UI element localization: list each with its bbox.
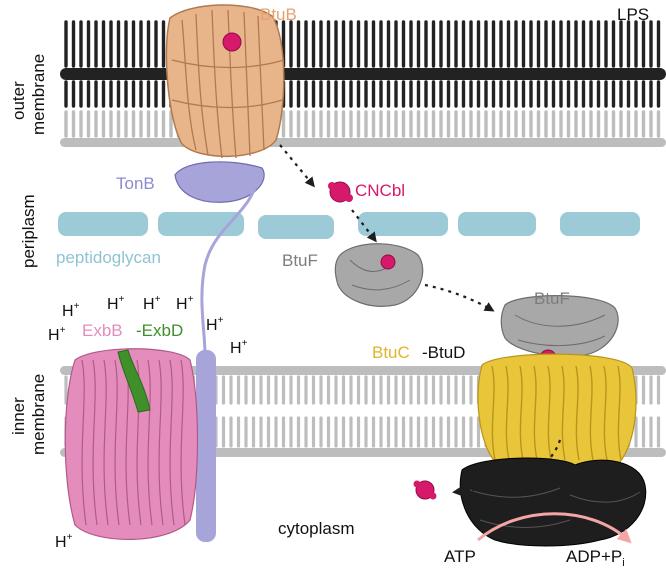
btuf-free-protein: [334, 243, 424, 307]
exbb-label: ExbB: [82, 321, 123, 340]
tonb-label: TonB: [116, 174, 155, 193]
peptidoglycan-segment: [560, 212, 640, 236]
cytoplasm-label: cytoplasm: [278, 519, 355, 538]
cncbl-label: CNCbl: [355, 181, 405, 200]
btub-label: BtuB: [260, 5, 297, 24]
lps-label: LPS: [617, 5, 649, 24]
proton-label: H+: [230, 338, 248, 357]
atp-hydrolysis-arrow: [477, 512, 632, 544]
proton-label: H+: [55, 532, 73, 551]
btuf-bound-label: BtuF: [534, 289, 570, 308]
proton-label: H+: [62, 301, 80, 320]
btuc-protein: [477, 353, 637, 471]
exbb-exbd-complex: [64, 348, 199, 540]
exbd-label: -ExbD: [136, 321, 183, 340]
btuc-label: BtuC: [372, 343, 410, 362]
btub-protein: [165, 4, 285, 159]
proton-label: H+: [176, 294, 194, 313]
transport-pathway-arrows: [279, 144, 562, 497]
peptidoglycan-layer: [58, 212, 640, 239]
btud-label: -BtuD: [422, 343, 465, 362]
cncbl-molecule: [328, 181, 353, 203]
tonb-protein: [174, 161, 265, 542]
inner-membrane-label-2: membrane: [29, 374, 48, 455]
peptidoglycan-segment: [358, 212, 448, 236]
proton-label: H+: [107, 294, 125, 313]
proton-label: H+: [48, 325, 66, 344]
outer-inner-leaflet: [60, 110, 666, 147]
proton-labels: H+ H+ H+ H+ H+ H+ H+ H+: [48, 294, 248, 551]
peptidoglycan-label: peptidoglycan: [56, 248, 161, 267]
released-cncbl: [413, 480, 437, 500]
peptidoglycan-segment: [158, 212, 244, 236]
peptidoglycan-segment: [58, 212, 148, 236]
btuf-label: BtuF: [282, 251, 318, 270]
proton-label: H+: [206, 315, 224, 334]
periplasm-label: periplasm: [19, 194, 38, 268]
inner-membrane-label-1: inner: [9, 397, 28, 435]
atp-label: ATP: [444, 547, 476, 566]
lps-leaflet: [60, 20, 666, 108]
peptidoglycan-segment: [458, 212, 536, 236]
outer-membrane-label-1: outer: [9, 81, 28, 120]
tonb-transmembrane-helix: [196, 350, 216, 542]
outer-membrane-label-2: membrane: [29, 54, 48, 135]
adp-label: ADP+Pi: [566, 547, 625, 569]
outer-membrane: [60, 20, 666, 147]
peptidoglycan-segment: [258, 215, 334, 239]
proton-label: H+: [143, 294, 161, 313]
